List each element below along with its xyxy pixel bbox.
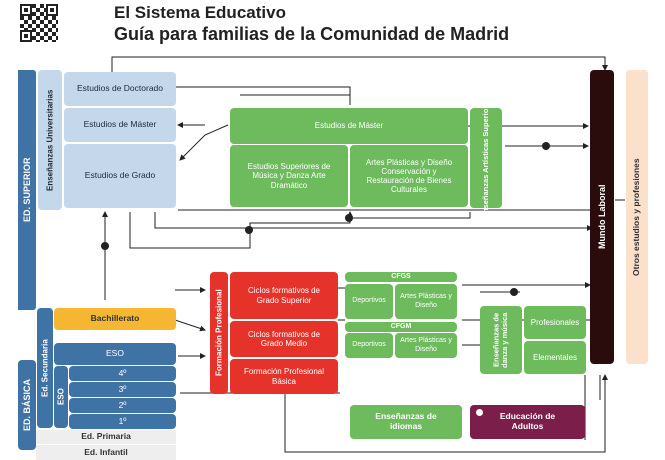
superior-label: ED. SUPERIOR	[18, 70, 36, 310]
curso-3: 3º	[69, 382, 176, 397]
artes-plasticas-box: Artes Plásticas y Diseño Conservación y …	[350, 145, 468, 207]
cfgs-deportivos: Deportivos	[345, 284, 393, 319]
fp-superior-box: Ciclos formativos de Grado Superior	[230, 272, 338, 319]
artisticas-superiores-label: Enseñanzas Artísticas Superiores	[470, 98, 502, 218]
artisticas-master-box: Estudios de Máster	[230, 108, 468, 144]
fp-basica-box: Formación Profesional Básica	[230, 359, 338, 394]
fp-label: Formación Profesional	[210, 272, 228, 394]
bachillerato-box: Bachillerato	[54, 308, 176, 330]
idiomas-box: Enseñanzas de idiomas	[350, 405, 462, 439]
cfgm-deportivos: Deportivos	[345, 333, 393, 358]
danza-musica-label: Enseñanzas de danza y música	[480, 306, 522, 374]
cfgs-title: CFGS	[345, 272, 457, 282]
adultos-box: Educación de Adultos	[470, 405, 585, 439]
doctorado-box: Estudios de Doctorado	[64, 72, 176, 106]
secundaria-label: Ed. Secundaria	[37, 308, 53, 428]
cfgs-artes: Artes Plásticas y Diseño	[395, 284, 457, 319]
otros-estudios-box: Otros estudios y profesiones	[626, 70, 648, 364]
curso-2: 2º	[69, 398, 176, 413]
cfgm-title: CFGM	[345, 322, 457, 332]
page-title-line2: Guía para familias de la Comunidad de Ma…	[114, 24, 510, 44]
page-title-line1: El Sistema Educativo	[114, 3, 286, 22]
universitarias-label: Enseñanzas Universitarias	[38, 70, 62, 210]
infantil-box: Ed. Infantil	[36, 445, 176, 460]
grado-box: Estudios de Grado	[64, 144, 176, 208]
cfgm-artes: Artes Plásticas y Diseño	[395, 333, 457, 358]
musica-danza-box: Estudios Superiores de Música y Danza Ar…	[230, 145, 348, 207]
curso-4: 4º	[69, 366, 176, 381]
primaria-box: Ed. Primaria	[36, 430, 176, 444]
elementales-box: Elementales	[524, 341, 586, 374]
fp-medio-box: Ciclos formativos de Grado Medio	[230, 321, 338, 357]
adultos-label: Educación de Adultos	[499, 411, 556, 431]
basica-label: ED. BÁSICA	[18, 360, 36, 450]
curso-1: 1º	[69, 414, 176, 429]
eso-box: ESO	[54, 343, 176, 365]
profesionales-box: Profesionales	[524, 306, 586, 339]
qr-code-icon	[20, 4, 58, 42]
mundo-laboral-box: Mundo Laboral	[590, 70, 614, 364]
adultos-dot-icon	[476, 409, 483, 416]
master-box: Estudios de Máster	[64, 108, 176, 142]
eso-side-label: ESO	[54, 366, 68, 428]
